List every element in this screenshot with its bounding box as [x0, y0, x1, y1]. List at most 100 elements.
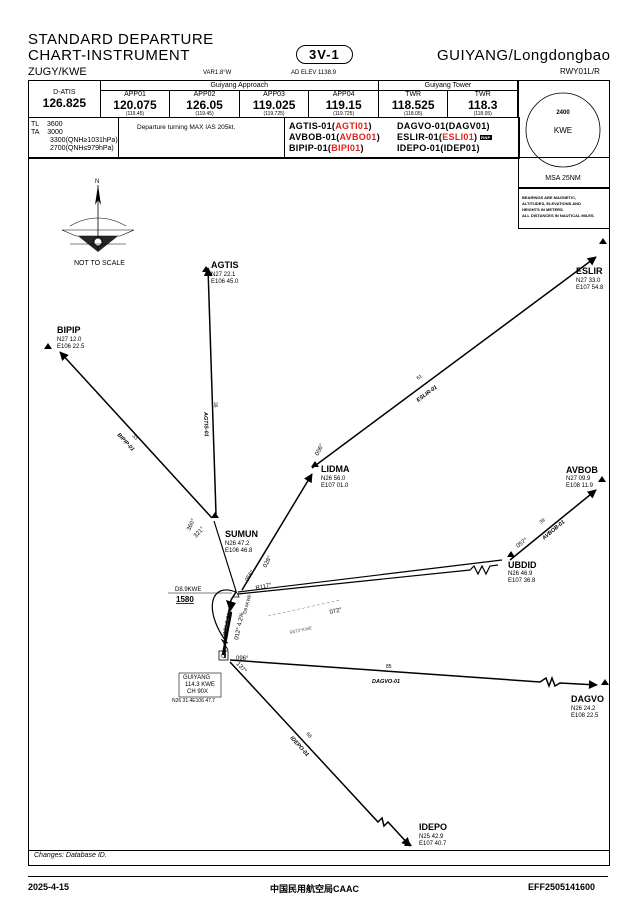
- msa-altitude: 2400: [556, 110, 570, 116]
- icao-ident: ZUGY/KWE: [28, 66, 87, 78]
- waypoint-lidma-lat: N26 56.0: [321, 476, 346, 482]
- freq-name: APP04: [332, 91, 355, 98]
- route-to-sumun: [213, 520, 237, 592]
- note-line: ALL DISTANCES IN NAUTICAL MILES.: [522, 213, 595, 218]
- waypoint-dagvo-lat: N26 24.2: [571, 706, 596, 712]
- footer-code: EFF2505141600: [528, 882, 596, 892]
- freq-value: 120.075: [113, 98, 157, 112]
- waypoint-sumun-lat: N26 47.2: [225, 541, 250, 547]
- waypoint-sumun-icon: [211, 512, 219, 518]
- changes-note: Changes: Database ID.: [34, 852, 107, 859]
- qnh-low: 2700(QNH≤979hPa): [50, 145, 114, 152]
- aerodrome-elevation: AD ELEV 1138.9: [291, 70, 336, 76]
- freq-value: 118.525: [391, 98, 435, 112]
- not-to-scale-label: NOT TO SCALE: [74, 260, 125, 267]
- qnh-high: 3300(QNH≥1031hPa): [50, 137, 118, 144]
- chart-notes: BEARINGS ARE MAGNETIC, ALTITUDES, ELEVAT…: [522, 195, 595, 219]
- waypoint-idepo-icon: [404, 840, 412, 846]
- frequency-table: D-ATIS 126.825 Guiyang Approach Guiyang …: [28, 80, 519, 118]
- waypoint-avbob-lat: N27 09.9: [566, 476, 591, 482]
- route-agtis-label: AGTIS-01: [202, 411, 209, 437]
- waypoint-avbob-name: AVBOB: [566, 465, 598, 475]
- waypoint-agtis-icon: [202, 266, 210, 272]
- waypoint-sumun-name: SUMUN: [225, 529, 258, 539]
- climb-gradient-2: 012° 4.2%: [234, 611, 246, 640]
- route-idepo: [229, 661, 411, 847]
- msa-box: [518, 80, 610, 189]
- route-avbob-dist: 39: [538, 517, 546, 525]
- chart-title-line1: STANDARD DEPARTURE: [28, 31, 214, 48]
- waypoint-ubdid-name: UBDID: [508, 560, 537, 570]
- north-arrow-icon: [61, 185, 135, 252]
- waypoint-dagvo-name: DAGVO: [571, 694, 604, 704]
- chart-id-badge: 3V-1: [296, 45, 353, 64]
- radial-line: [267, 599, 341, 617]
- waypoint-lidma-name: LIDMA: [321, 464, 350, 474]
- procedure-bipip: BIPIP-01(BIPI01): [289, 143, 364, 153]
- atis-frequency: 126.825: [42, 96, 87, 110]
- tl-value: 3600: [46, 121, 63, 128]
- ta-value: 3000: [47, 129, 63, 136]
- freq-value: 126.05: [186, 98, 223, 112]
- north-label: N: [95, 179, 99, 185]
- waypoint-avbob-lon: E108 11.9: [566, 483, 594, 489]
- navaid-name: GUIYANG: [183, 675, 211, 681]
- footer-date: 2025-4-15: [28, 882, 70, 892]
- waypoint-bipip-lon: E106 22.5: [57, 344, 85, 350]
- route-idepo-dist: 68: [305, 731, 313, 739]
- msa-center: KWE: [554, 126, 572, 135]
- radial-r072: R072°KWE: [289, 625, 312, 635]
- msa-circle: [525, 92, 601, 168]
- speed-restriction: Departure turning MAX IAS 205kt.: [137, 124, 236, 131]
- route-dagvo-dist: 85: [386, 664, 392, 670]
- msa-circle-svg: 2400 KWE MSA 25NM: [525, 92, 601, 182]
- msa-label: MSA 25NM: [545, 175, 581, 182]
- note-line: HEIGHTS IN METERS.: [522, 207, 564, 212]
- freq-backup: (118.05): [404, 111, 423, 117]
- magnetic-variation: VAR1.8°W: [203, 70, 232, 76]
- route-idepo-label: IDEPO-01: [289, 735, 310, 758]
- freq-name: APP01: [124, 91, 146, 98]
- navaid-freq: 114.3 KWE: [185, 682, 215, 688]
- note-line: ALTITUDES, ELEVATIONS AND: [522, 201, 581, 206]
- tl-label: TL: [31, 121, 40, 128]
- route-avbob: [509, 489, 597, 561]
- navaid-box: [178, 672, 222, 698]
- freq-value: 119.025: [252, 98, 296, 112]
- d8-label: D8.9KWE: [175, 587, 201, 593]
- route-ubdid-course: 072°: [329, 607, 343, 616]
- ta-label: TA: [31, 129, 40, 136]
- route-sumun-course: 056°: [245, 569, 257, 583]
- note-line: BEARINGS ARE MAGNETIC,: [522, 195, 577, 200]
- waypoint-eslir-lat: N27 33.0: [576, 278, 601, 284]
- route-dagvo: [229, 659, 598, 690]
- footer-rule: [28, 876, 608, 877]
- transition-block: TL 3600 TA 3000 3300(QNH≥1031hPa) 2700(Q…: [31, 121, 118, 153]
- waypoint-ubdid-lat: N26 46.9: [508, 571, 533, 577]
- waypoint-eslir-icon: [599, 238, 607, 244]
- waypoint-eslir-name: ESLIR: [576, 266, 603, 276]
- speed-cell-border: [118, 117, 285, 159]
- tl-row: TL 3600: [31, 121, 118, 129]
- runway-label: RWY01L/R: [560, 67, 600, 76]
- waypoint-eslir-lon: E107 54.8: [576, 285, 604, 291]
- route-avbob-course: 057°: [516, 537, 530, 550]
- route-r117: [237, 559, 503, 593]
- route-eslir: [311, 256, 597, 469]
- route-dagvo-course: 096°: [236, 656, 249, 662]
- freq-backup: (119.45): [195, 111, 214, 117]
- dme-d117: D9.6KWE: [242, 594, 252, 614]
- freq-value: 119.15: [325, 98, 362, 112]
- freq-backup: (119.45): [125, 111, 145, 117]
- waypoint-bipip-name: BIPIP: [57, 325, 81, 335]
- route-dagvo-label: DAGVO-01: [372, 679, 400, 685]
- route-agtis-dist: 36: [212, 402, 218, 408]
- freq-name: TWR: [405, 91, 422, 98]
- freq-backup: (118.05): [473, 111, 492, 117]
- waypoint-sumun-lon: E106 46.8: [225, 548, 253, 554]
- d8-altitude: 1580: [176, 595, 194, 604]
